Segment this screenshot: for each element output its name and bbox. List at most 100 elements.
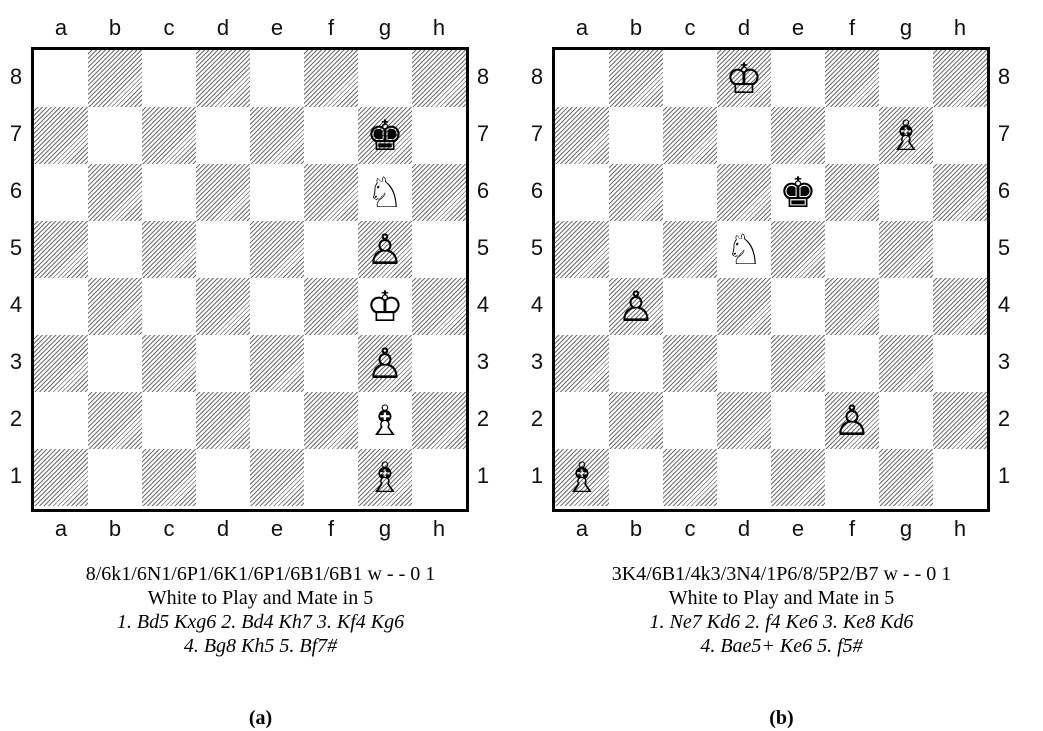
square-a3[interactable] xyxy=(555,335,609,392)
black-king-icon[interactable]: ♚ xyxy=(771,164,825,221)
square-c6[interactable] xyxy=(663,164,717,221)
square-e3[interactable] xyxy=(250,335,304,392)
square-h1[interactable] xyxy=(933,449,987,506)
square-g5[interactable] xyxy=(879,221,933,278)
white-bishop-icon[interactable]: ♗ xyxy=(879,107,933,164)
square-d7[interactable] xyxy=(196,107,250,164)
square-g6[interactable] xyxy=(879,164,933,221)
square-f6[interactable] xyxy=(825,164,879,221)
square-g8[interactable] xyxy=(358,50,412,107)
square-b4[interactable] xyxy=(88,278,142,335)
square-b8[interactable] xyxy=(609,50,663,107)
square-c4[interactable] xyxy=(142,278,196,335)
white-bishop-icon[interactable]: ♗ xyxy=(358,449,412,506)
square-a5[interactable] xyxy=(555,221,609,278)
square-f5[interactable] xyxy=(304,221,358,278)
square-c3[interactable] xyxy=(663,335,717,392)
square-f8[interactable] xyxy=(304,50,358,107)
square-f1[interactable] xyxy=(825,449,879,506)
square-c7[interactable] xyxy=(142,107,196,164)
square-e1[interactable] xyxy=(250,449,304,506)
square-h6[interactable] xyxy=(412,164,466,221)
square-a2[interactable] xyxy=(34,392,88,449)
square-g4[interactable] xyxy=(879,278,933,335)
square-c1[interactable] xyxy=(142,449,196,506)
square-d4[interactable] xyxy=(717,278,771,335)
square-e8[interactable] xyxy=(771,50,825,107)
square-e7[interactable] xyxy=(250,107,304,164)
square-a2[interactable] xyxy=(555,392,609,449)
square-b7[interactable] xyxy=(609,107,663,164)
square-b6[interactable] xyxy=(88,164,142,221)
square-e2[interactable] xyxy=(250,392,304,449)
square-h4[interactable] xyxy=(933,278,987,335)
square-c2[interactable] xyxy=(142,392,196,449)
square-f6[interactable] xyxy=(304,164,358,221)
square-h2[interactable] xyxy=(412,392,466,449)
square-a1[interactable] xyxy=(34,449,88,506)
square-b5[interactable] xyxy=(88,221,142,278)
square-g1[interactable] xyxy=(879,449,933,506)
square-d6[interactable] xyxy=(717,164,771,221)
square-d1[interactable] xyxy=(717,449,771,506)
square-h7[interactable] xyxy=(412,107,466,164)
square-c1[interactable] xyxy=(663,449,717,506)
square-c8[interactable] xyxy=(142,50,196,107)
square-h3[interactable] xyxy=(933,335,987,392)
square-e5[interactable] xyxy=(250,221,304,278)
square-a3[interactable] xyxy=(34,335,88,392)
square-h7[interactable] xyxy=(933,107,987,164)
white-pawn-icon[interactable]: ♙ xyxy=(609,278,663,335)
square-c2[interactable] xyxy=(663,392,717,449)
square-d2[interactable] xyxy=(717,392,771,449)
square-d8[interactable] xyxy=(196,50,250,107)
square-f2[interactable] xyxy=(304,392,358,449)
square-a6[interactable] xyxy=(555,164,609,221)
square-h1[interactable] xyxy=(412,449,466,506)
square-d6[interactable] xyxy=(196,164,250,221)
square-h8[interactable] xyxy=(933,50,987,107)
white-knight-icon[interactable]: ♘ xyxy=(717,221,771,278)
square-g8[interactable] xyxy=(879,50,933,107)
square-a7[interactable] xyxy=(555,107,609,164)
square-c7[interactable] xyxy=(663,107,717,164)
white-pawn-icon[interactable]: ♙ xyxy=(358,221,412,278)
square-e2[interactable] xyxy=(771,392,825,449)
square-f7[interactable] xyxy=(304,107,358,164)
white-knight-icon[interactable]: ♘ xyxy=(358,164,412,221)
white-king-icon[interactable]: ♔ xyxy=(358,278,412,335)
black-king-icon[interactable]: ♚ xyxy=(358,107,412,164)
square-h6[interactable] xyxy=(933,164,987,221)
square-f3[interactable] xyxy=(825,335,879,392)
square-e4[interactable] xyxy=(771,278,825,335)
square-f3[interactable] xyxy=(304,335,358,392)
square-e1[interactable] xyxy=(771,449,825,506)
white-bishop-icon[interactable]: ♗ xyxy=(358,392,412,449)
square-f5[interactable] xyxy=(825,221,879,278)
square-b6[interactable] xyxy=(609,164,663,221)
white-pawn-icon[interactable]: ♙ xyxy=(825,392,879,449)
square-a8[interactable] xyxy=(34,50,88,107)
square-h2[interactable] xyxy=(933,392,987,449)
square-g3[interactable] xyxy=(879,335,933,392)
square-e3[interactable] xyxy=(771,335,825,392)
square-e7[interactable] xyxy=(771,107,825,164)
square-f4[interactable] xyxy=(825,278,879,335)
square-d2[interactable] xyxy=(196,392,250,449)
square-a4[interactable] xyxy=(34,278,88,335)
square-e4[interactable] xyxy=(250,278,304,335)
white-pawn-icon[interactable]: ♙ xyxy=(358,335,412,392)
square-e8[interactable] xyxy=(250,50,304,107)
square-c8[interactable] xyxy=(663,50,717,107)
square-h5[interactable] xyxy=(412,221,466,278)
square-a8[interactable] xyxy=(555,50,609,107)
square-a5[interactable] xyxy=(34,221,88,278)
white-king-icon[interactable]: ♔ xyxy=(717,50,771,107)
square-e5[interactable] xyxy=(771,221,825,278)
square-b1[interactable] xyxy=(88,449,142,506)
white-bishop-icon[interactable]: ♗ xyxy=(555,449,609,506)
square-d1[interactable] xyxy=(196,449,250,506)
square-b1[interactable] xyxy=(609,449,663,506)
square-h3[interactable] xyxy=(412,335,466,392)
square-d3[interactable] xyxy=(196,335,250,392)
